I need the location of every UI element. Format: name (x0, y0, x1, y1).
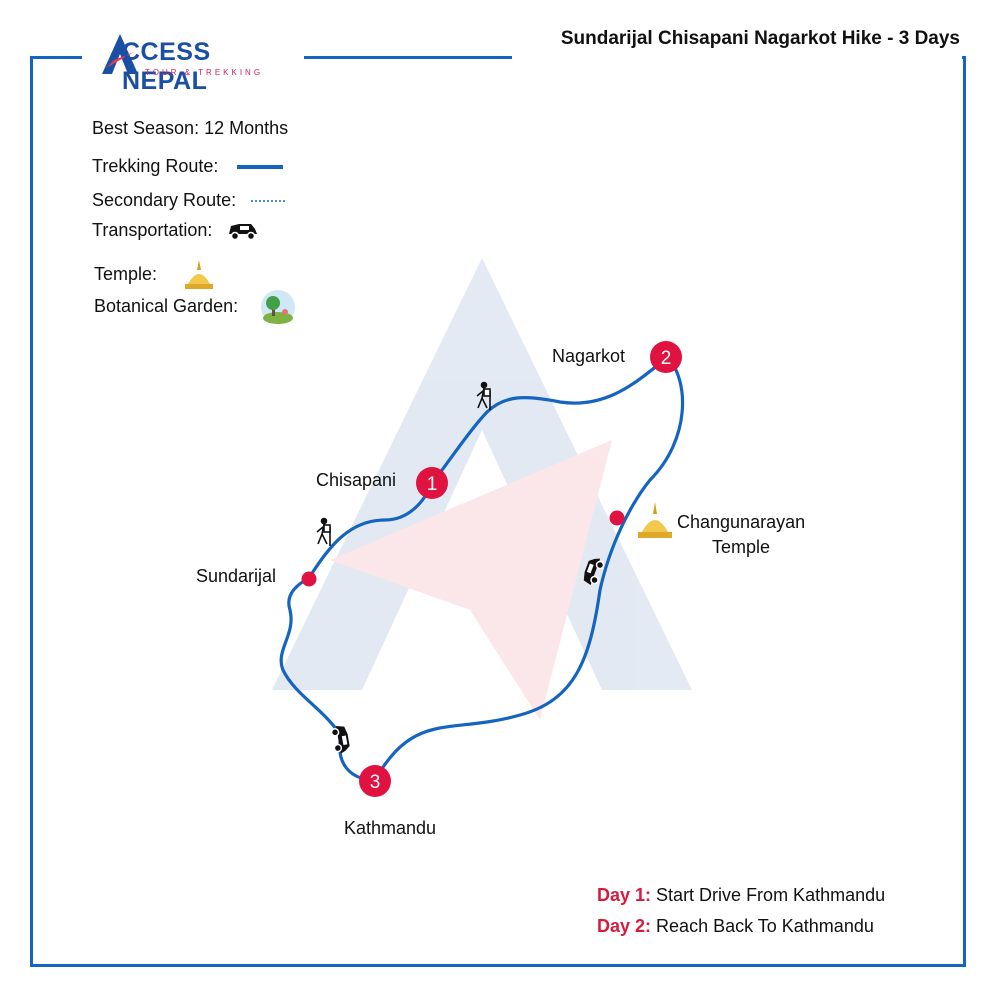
itinerary-day-2-text: Reach Back To Kathmandu (656, 916, 874, 936)
page-title: Sundarijal Chisapani Nagarkot Hike - 3 D… (560, 28, 960, 49)
temple-icon (185, 260, 214, 289)
legend-trekking-route: Trekking Route: (92, 156, 285, 177)
jeep-icon (583, 558, 605, 585)
jeep-icon (330, 726, 350, 754)
place-label-nagarkot: Nagarkot (552, 346, 626, 366)
secondary-route-line-icon (251, 200, 288, 202)
hiker-icon (316, 517, 331, 546)
frame-gap (512, 40, 962, 70)
stop-marker-1: 1 (416, 467, 448, 499)
itinerary-day-1: Day 1: Start Drive From Kathmandu (597, 885, 885, 906)
legend-botanical-garden-label: Botanical Garden: (94, 295, 239, 316)
logo-mark-icon (102, 34, 138, 74)
temple-icon (638, 502, 672, 538)
place-label-changunarayan-line2: Temple (712, 537, 771, 557)
stop-marker-1-number: 1 (427, 474, 438, 495)
legend-temple: Temple: (94, 258, 216, 292)
hiker-icon (476, 381, 491, 410)
logo-tagline: TOUR & TREKKING (145, 68, 264, 77)
place-label-changunarayan: Changunarayan Temple (677, 512, 805, 558)
sundarijal-marker (301, 571, 317, 587)
legend-best-season: Best Season: 12 Months (92, 118, 289, 138)
itinerary-day-1-key: Day 1: (597, 885, 652, 905)
stop-marker-2-number: 2 (661, 348, 672, 369)
itinerary-day-2: Day 2: Reach Back To Kathmandu (597, 916, 885, 937)
itinerary: Day 1: Start Drive From Kathmandu Day 2:… (597, 885, 885, 947)
place-label-kathmandu: Kathmandu (344, 818, 437, 838)
legend-transportation: Transportation: (92, 220, 259, 242)
trekking-route-path (279, 355, 685, 782)
logo-text: CCESS NEPAL (122, 38, 211, 95)
stop-marker-2: 2 (650, 341, 682, 373)
stop-marker-3-number: 3 (370, 772, 381, 793)
legend-botanical-garden: Botanical Garden: (94, 288, 297, 326)
legend-trekking-route-label: Trekking Route: (92, 156, 219, 176)
legend-temple-label: Temple: (94, 263, 158, 284)
place-label-sundarijal: Sundarijal (196, 566, 277, 586)
changunarayan-marker (609, 510, 625, 526)
itinerary-day-2-key: Day 2: (597, 916, 652, 936)
place-label-chisapani: Chisapani (316, 470, 397, 490)
jeep-icon (229, 224, 258, 241)
itinerary-day-1-text: Start Drive From Kathmandu (656, 885, 886, 905)
map-frame (30, 56, 966, 967)
trekking-route-line-icon (237, 165, 284, 170)
legend-transportation-label: Transportation: (92, 220, 213, 240)
legend-secondary-route-label: Secondary Route: (92, 190, 237, 210)
stop-marker-3: 3 (359, 765, 391, 797)
legend-secondary-route: Secondary Route: (92, 190, 289, 211)
place-label-changunarayan-line1: Changunarayan (677, 512, 806, 532)
logo: CCESS NEPAL TOUR & TREKKING (100, 32, 300, 95)
botanical-garden-icon (261, 290, 296, 324)
